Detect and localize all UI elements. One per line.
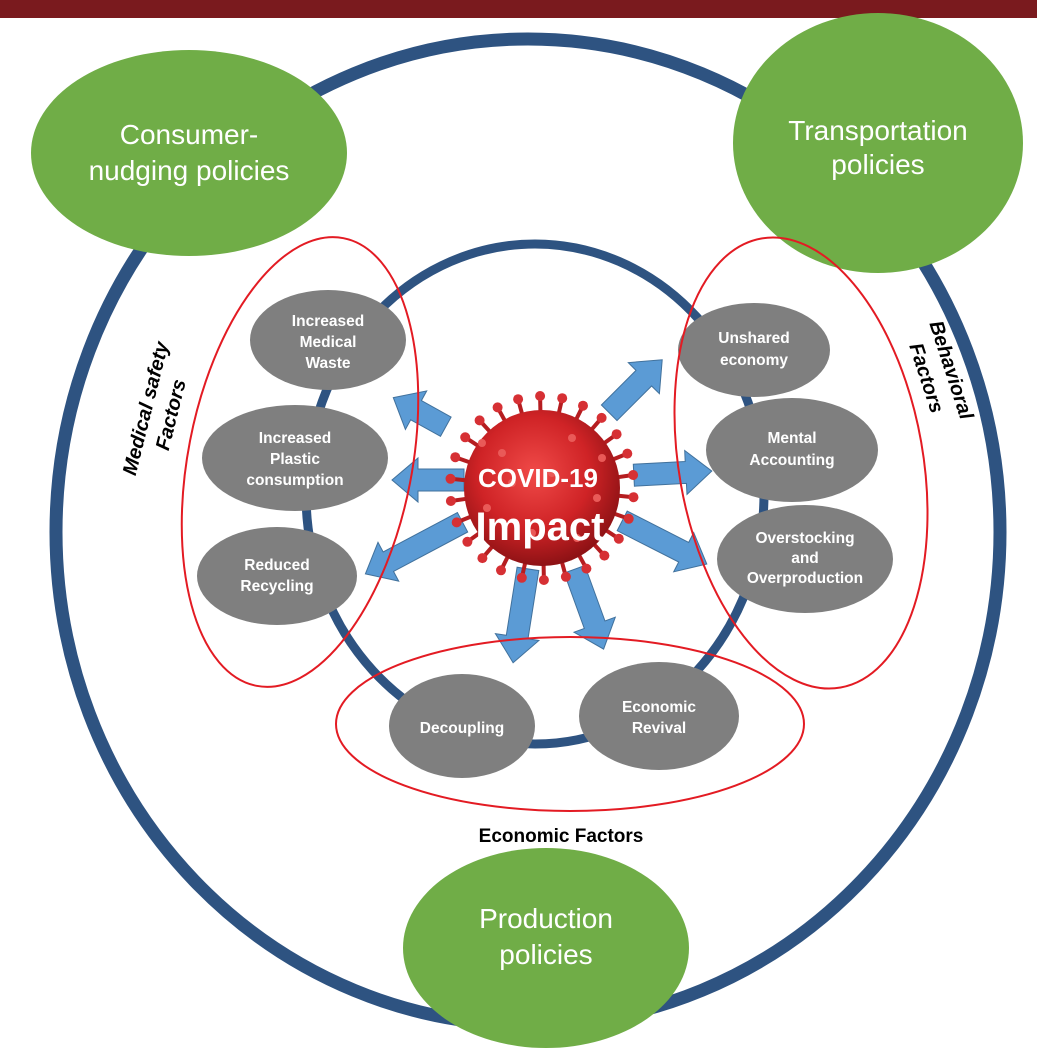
factor-economic-revival: Economic Revival [579, 662, 739, 770]
factor-reduced-recycling: Reduced Recycling [197, 527, 357, 625]
virus-spike-tip [450, 452, 461, 463]
virus-spike-tip [496, 565, 506, 576]
medical-group-outline [180, 236, 420, 688]
virus-spike-tip [535, 391, 546, 401]
svg-text:Increased: Increased [292, 313, 364, 330]
virus-spike-tip [492, 402, 503, 413]
virus-spike-tip [460, 432, 471, 443]
svg-text:Waste: Waste [305, 355, 350, 372]
svg-text:Medical: Medical [300, 334, 357, 351]
virus-spike-tip [477, 553, 488, 564]
economic-factors-label: Economic Factors [479, 826, 644, 847]
factor-decoupling: Decoupling [389, 674, 535, 778]
svg-text:Revival: Revival [632, 720, 686, 737]
transportation-policies-node: Transportation policies [733, 13, 1023, 273]
svg-text:Reduced: Reduced [244, 557, 309, 574]
factor-unshared-economy: Unshared economy [678, 303, 830, 397]
virus-surface-dot [528, 529, 536, 537]
factor-increased-medical-waste: Increased Medical Waste [250, 290, 406, 390]
virus-surface-dot [598, 454, 606, 462]
svg-text:consumption: consumption [246, 472, 343, 489]
svg-text:Mental: Mental [767, 430, 816, 447]
consumer-policies-line1: Consumer- [120, 119, 258, 150]
virus-spike-tip [474, 415, 485, 426]
virus-spike-tip [538, 575, 549, 585]
arrow-to-mental-accounting [632, 449, 713, 496]
production-policies-node: Production policies [403, 848, 689, 1048]
impact-label: Impact [476, 505, 605, 549]
top-bar [0, 0, 1037, 18]
svg-text:economy: economy [720, 352, 788, 369]
virus-surface-dot [483, 504, 491, 512]
behavioral-group-outline [673, 236, 929, 690]
svg-text:Recycling: Recycling [240, 578, 313, 595]
svg-text:Economic: Economic [622, 699, 696, 716]
virus-spike-tip [628, 492, 639, 503]
virus-spike-tip [462, 536, 473, 547]
arrow-to-decoupling [494, 566, 541, 664]
svg-text:Plastic: Plastic [270, 451, 320, 468]
factor-increased-plastic-consumption: Increased Plastic consumption [202, 405, 388, 511]
arrow-to-reduced-recycling [364, 511, 469, 582]
virus-spike-tip [599, 550, 610, 561]
virus-spike-tip [628, 470, 639, 480]
production-policies-line2: policies [499, 939, 592, 970]
svg-text:Overstocking: Overstocking [755, 530, 854, 547]
virus-spike-tip [596, 412, 607, 423]
virus-surface-dot [508, 479, 516, 487]
virus-surface-dot [573, 534, 581, 542]
virus-spike-tip [611, 429, 622, 440]
consumer-policies-line2: nudging policies [89, 155, 290, 186]
factor-mental-accounting: Mental Accounting [706, 398, 878, 502]
virus-surface-dot [548, 469, 556, 477]
virus-spike-tip [560, 571, 571, 582]
virus-surface-dot [498, 449, 506, 457]
virus-spike-tip [581, 563, 592, 574]
covid-label: COVID-19 [478, 463, 598, 493]
svg-text:Increased: Increased [259, 430, 331, 447]
factor-overstocking-overproduction: Overstocking and Overproduction [717, 505, 893, 613]
virus-spike-tip [622, 448, 633, 459]
arrow-to-plastic-consumption [391, 456, 465, 504]
virus-surface-dot [478, 439, 486, 447]
production-policies-line1: Production [479, 903, 613, 934]
arrow-to-medical-waste [392, 390, 452, 437]
virus-spike-tip [451, 517, 462, 528]
svg-text:Overproduction: Overproduction [747, 570, 863, 587]
consumer-nudging-policies-node: Consumer- nudging policies [31, 50, 347, 256]
virus-spike-tip [578, 400, 588, 411]
virus-spike-tip [557, 393, 568, 404]
svg-text:Decoupling: Decoupling [420, 720, 504, 737]
virus-spike-tip [445, 473, 456, 484]
covid-virus-icon [445, 391, 639, 585]
virus-surface-dot [568, 434, 576, 442]
arrow-to-overstocking [616, 510, 708, 573]
economic-group-outline [335, 636, 805, 812]
virus-spike-tip [513, 394, 524, 405]
arrow-to-unshared-economy [600, 359, 663, 422]
virus-spike-tip [516, 572, 527, 583]
svg-text:Accounting: Accounting [749, 452, 834, 469]
arrow-to-economic-revival [563, 564, 617, 650]
virus-spike-tip [445, 496, 456, 506]
svg-text:Unshared: Unshared [718, 330, 790, 347]
transport-policies-line1: Transportation [788, 115, 968, 146]
virus-surface-dot [593, 494, 601, 502]
virus-spike-tip [623, 513, 634, 524]
virus-body [464, 410, 620, 566]
virus-spike-tip [613, 533, 624, 544]
svg-text:and: and [791, 550, 819, 567]
transport-policies-line2: policies [831, 149, 924, 180]
